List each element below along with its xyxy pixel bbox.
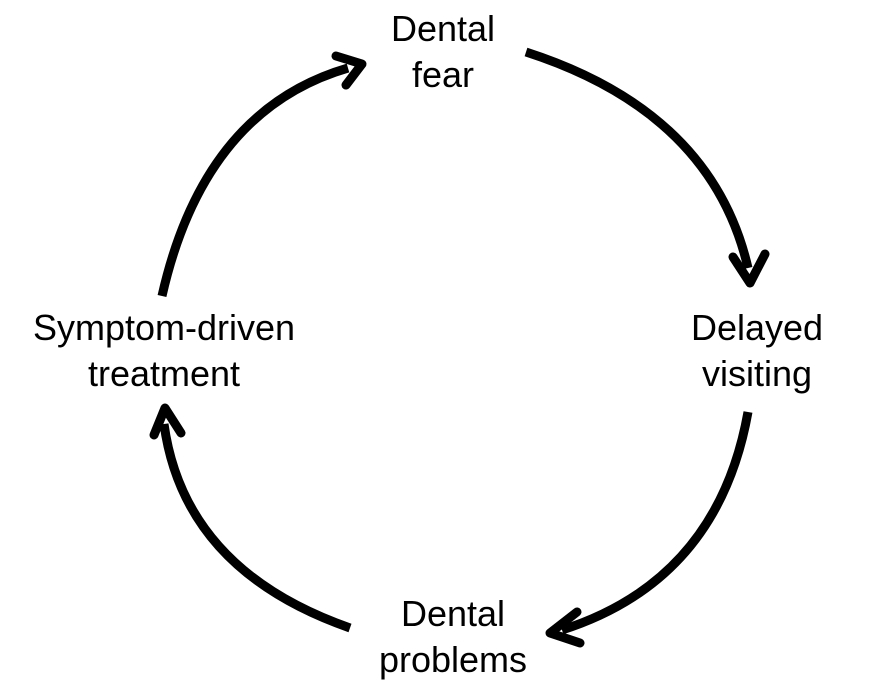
arrow-delayed-to-problems-head xyxy=(545,607,585,648)
arrow-fear-to-delayed xyxy=(524,47,770,288)
node-dental-problems-line-1: Dental xyxy=(400,593,506,634)
node-dental-fear-line-1: Dental xyxy=(390,8,496,49)
node-delayed-visiting-line-1: Delayed xyxy=(690,307,824,348)
arrow-delayed-to-problems-arc xyxy=(560,411,753,635)
node-symptom-driven-treatment-line-2: treatment xyxy=(87,353,241,394)
node-symptom-driven-treatment-line-1: Symptom-driven xyxy=(32,307,296,348)
node-delayed-visiting-line-2: visiting xyxy=(701,353,813,394)
arrow-problems-to-symptom-arc xyxy=(159,423,352,633)
arrow-fear-to-delayed-arc xyxy=(524,47,753,270)
node-dental-fear: Dental fear xyxy=(391,6,495,98)
node-delayed-visiting: Delayed visiting xyxy=(691,305,823,397)
arrow-delayed-to-problems xyxy=(545,411,753,648)
arrow-symptom-to-fear-arc xyxy=(157,63,350,297)
arrow-fear-to-delayed-head xyxy=(728,249,770,288)
node-dental-problems: Dental problems xyxy=(379,591,527,683)
node-dental-problems-line-2: problems xyxy=(378,639,528,680)
node-dental-fear-line-2: fear xyxy=(411,54,475,95)
arrow-symptom-to-fear-head xyxy=(331,51,367,90)
arrow-problems-to-symptom xyxy=(149,403,352,633)
arrow-problems-to-symptom-head xyxy=(149,403,186,440)
arrow-symptom-to-fear xyxy=(157,51,367,297)
node-symptom-driven-treatment: Symptom-driven treatment xyxy=(33,305,295,397)
